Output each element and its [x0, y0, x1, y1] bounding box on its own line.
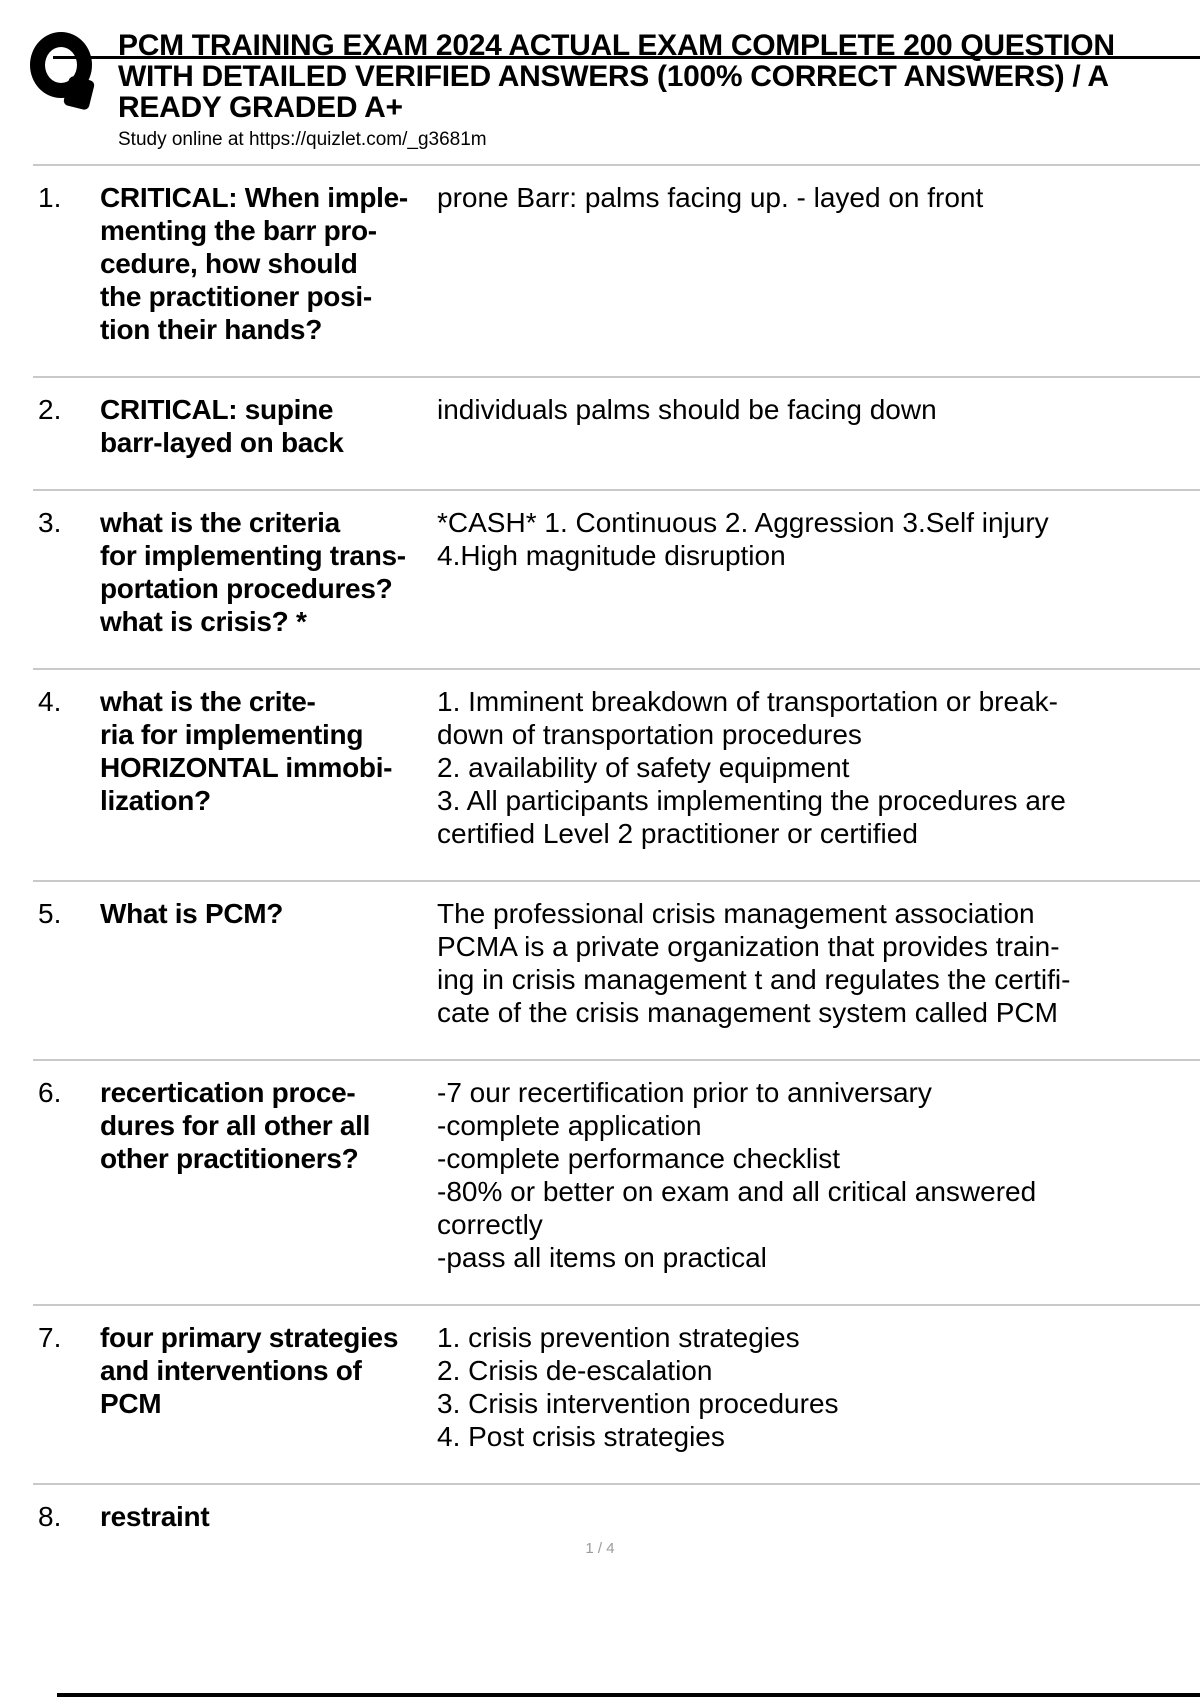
page-number: 1 / 4	[585, 1540, 615, 1557]
page-title-line-1: PCM TRAINING EXAM 2024 ACTUAL EXAM COMPL…	[118, 29, 1115, 62]
page-break-bar	[57, 1693, 1200, 1697]
qa-number: 6.	[38, 1077, 62, 1108]
qa-answer: *CASH* 1. Continuous 2. Aggression 3.Sel…	[437, 507, 1049, 571]
qa-answer: The professional crisis management assoc…	[437, 898, 1071, 1028]
qa-question: CRITICAL: When imple- menting the barr p…	[100, 182, 408, 345]
qa-row-4: 4. what is the crite- ria for implementi…	[33, 668, 1200, 880]
qa-question: what is the criteria for implementing tr…	[100, 507, 406, 637]
qa-number: 1.	[38, 182, 62, 213]
qa-row-5: 5. What is PCM? The professional crisis …	[33, 880, 1200, 1059]
qa-answer: individuals palms should be facing down	[437, 394, 937, 425]
page-title-line-2: WITH DETAILED VERIFIED ANSWERS (100% COR…	[118, 60, 1109, 93]
qa-question: CRITICAL: supine barr-layed on back	[100, 394, 344, 458]
qa-number: 7.	[38, 1322, 62, 1353]
page-title-link[interactable]: PCM TRAINING EXAM 2024 ACTUAL EXAM COMPL…	[118, 30, 1200, 123]
title-underline	[53, 56, 1200, 59]
qa-row-1: 1. CRITICAL: When imple- menting the bar…	[33, 164, 1200, 376]
qa-answer: 1. crisis prevention strategies 2. Crisi…	[437, 1322, 839, 1452]
qa-question: four primary strategies and intervention…	[100, 1322, 399, 1419]
qa-answer: 1. Imminent breakdown of transportation …	[437, 686, 1066, 849]
qa-question: restraint	[100, 1501, 210, 1532]
qa-number: 5.	[38, 898, 62, 929]
qa-row-8: 8. restraint	[33, 1483, 1200, 1563]
qa-answer: prone Barr: palms facing up. - layed on …	[437, 182, 984, 213]
qa-question: recertication proce- dures for all other…	[100, 1077, 371, 1174]
qa-row-3: 3. what is the criteria for implementing…	[33, 489, 1200, 668]
header: PCM TRAINING EXAM 2024 ACTUAL EXAM COMPL…	[0, 0, 1200, 152]
study-online-link[interactable]: Study online at https://quizlet.com/_g36…	[118, 129, 487, 150]
qa-list: 1. CRITICAL: When imple- menting the bar…	[33, 164, 1200, 1563]
qa-number: 3.	[38, 507, 62, 538]
page-title-line-3: READY GRADED A+	[118, 91, 403, 124]
qa-question: What is PCM?	[100, 898, 284, 929]
quizlet-q-icon	[30, 32, 96, 120]
qa-answer: -7 our recertification prior to annivers…	[437, 1077, 1037, 1273]
qa-number: 8.	[38, 1501, 62, 1532]
qa-number: 2.	[38, 394, 62, 425]
qa-row-6: 6. recertication proce- dures for all ot…	[33, 1059, 1200, 1304]
qa-row-2: 2. CRITICAL: supine barr-layed on back i…	[33, 376, 1200, 489]
qa-row-7: 7. four primary strategies and intervent…	[33, 1304, 1200, 1483]
qa-number: 4.	[38, 686, 62, 717]
qa-answer	[437, 1500, 1195, 1533]
quizlet-q-tail	[62, 75, 96, 111]
qa-question: what is the crite- ria for implementing …	[100, 686, 393, 816]
